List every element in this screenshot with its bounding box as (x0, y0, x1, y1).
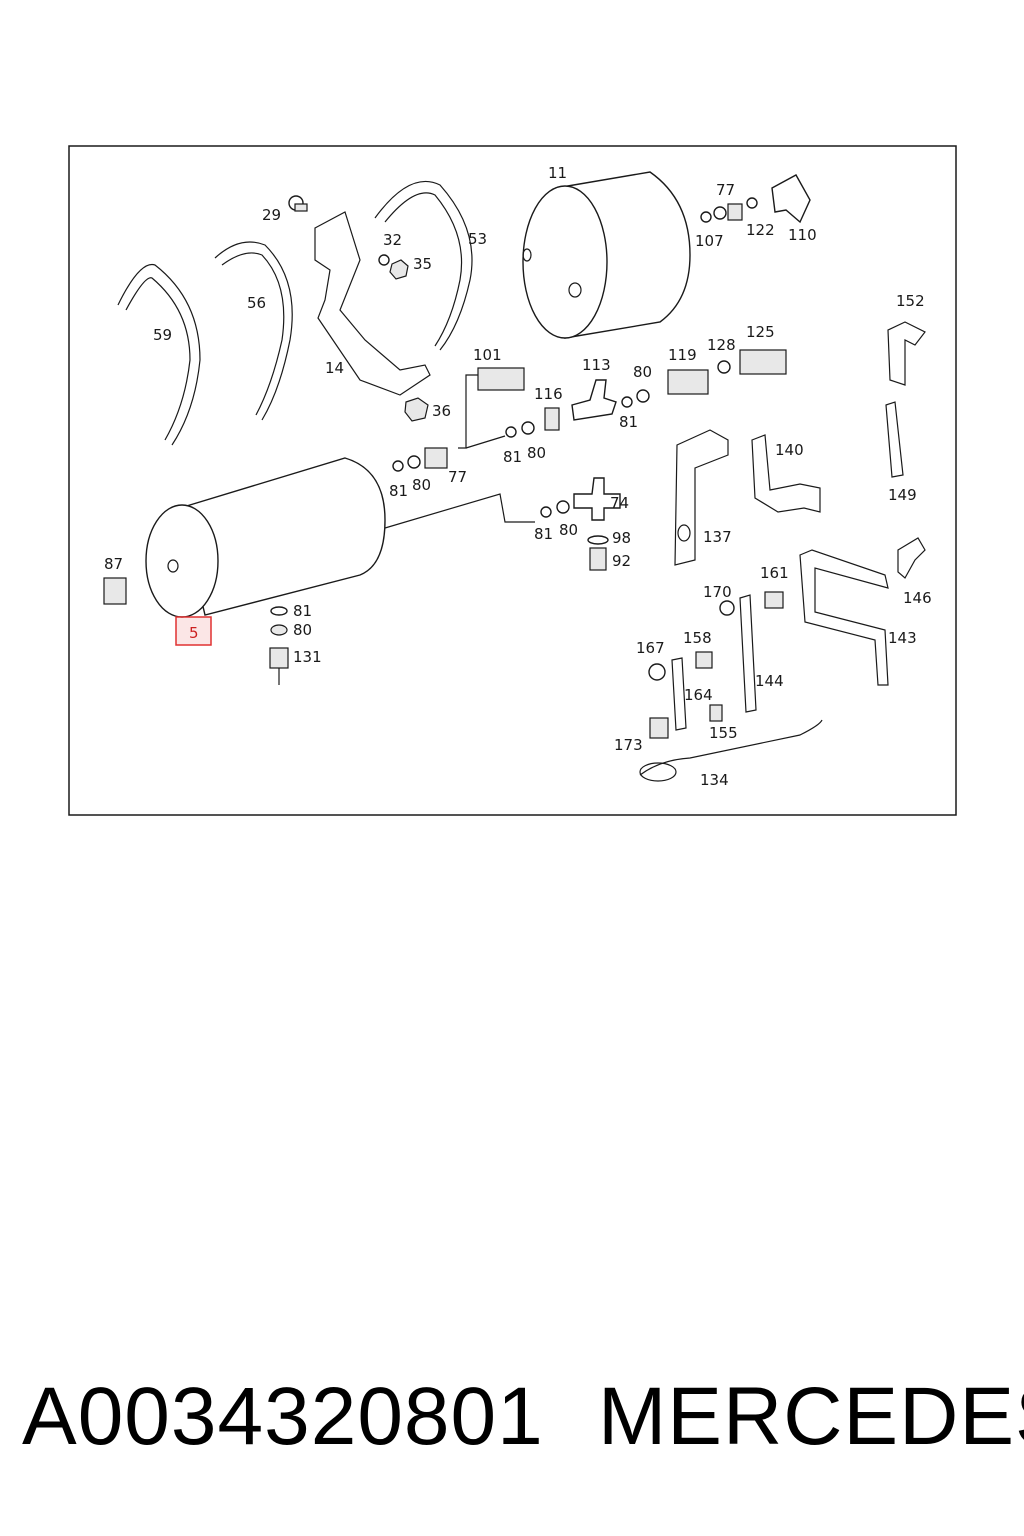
callout-92: 92 (612, 552, 631, 570)
callout-122: 122 (746, 221, 775, 239)
callout-167: 167 (636, 639, 665, 657)
callout-119: 119 (668, 346, 697, 364)
strap-53-inner (384, 192, 463, 347)
callout-110: 110 (788, 226, 817, 244)
diagram-frame (68, 145, 957, 816)
callout-107: 107 (695, 232, 724, 250)
callout-80-c: 80 (412, 476, 431, 494)
callout-170: 170 (703, 583, 732, 601)
callout-labels: 11 77 107 122 110 29 32 35 53 56 59 14 3… (104, 164, 932, 789)
callout-81-a: 81 (619, 413, 638, 431)
callout-144: 144 (755, 672, 784, 690)
callout-77-b: 77 (448, 468, 467, 486)
bracket-140 (751, 434, 821, 513)
callout-29: 29 (262, 206, 281, 224)
callout-77: 77 (716, 181, 735, 199)
callout-35: 35 (413, 255, 432, 273)
callout-80-b: 80 (527, 444, 546, 462)
callout-59: 59 (153, 326, 172, 344)
callout-164: 164 (684, 686, 713, 704)
footer: A0034320801 MERCEDES (0, 1370, 1024, 1470)
callout-125: 125 (746, 323, 775, 341)
callout-137: 137 (703, 528, 732, 546)
part-number: A0034320801 (22, 1371, 544, 1462)
callout-155: 155 (709, 724, 738, 742)
strap-53 (374, 180, 473, 351)
callout-80-a: 80 (633, 363, 652, 381)
callout-32: 32 (383, 231, 402, 249)
callout-134: 134 (700, 771, 729, 789)
brand-name: MERCEDES (598, 1371, 1024, 1462)
bracket-137 (674, 429, 729, 566)
callout-81-c: 81 (389, 482, 408, 500)
callout-101: 101 (473, 346, 502, 364)
callout-80-d: 80 (559, 521, 578, 539)
strap-56 (214, 241, 293, 421)
bracket-164 (671, 657, 687, 731)
callout-81-d: 81 (534, 525, 553, 543)
callout-173: 173 (614, 736, 643, 754)
bracket-149 (885, 401, 904, 478)
highlight-box (175, 616, 212, 646)
callout-81-b: 81 (503, 448, 522, 466)
callout-56: 56 (247, 294, 266, 312)
callout-98: 98 (612, 529, 631, 547)
callout-74: 74 (610, 494, 629, 512)
callout-14: 14 (325, 359, 344, 377)
callout-140: 140 (775, 441, 804, 459)
bracket-152 (887, 321, 926, 386)
bracket-137-hole (677, 524, 691, 542)
air-tank-lower (145, 457, 535, 618)
callout-81-e: 81 (293, 602, 312, 620)
callout-87: 87 (104, 555, 123, 573)
bracket-144 (739, 594, 757, 713)
bracket-143 (799, 549, 889, 686)
strap-56-inner (221, 252, 285, 416)
strap-59-inner (125, 277, 191, 441)
callout-149: 149 (888, 486, 917, 504)
bracket-14 (314, 211, 431, 396)
callout-11: 11 (548, 164, 567, 182)
parts-diagram: 11 77 107 122 110 29 32 35 53 56 59 14 3… (68, 145, 957, 816)
callout-80-e: 80 (293, 621, 312, 639)
callout-116: 116 (534, 385, 563, 403)
callout-161: 161 (760, 564, 789, 582)
callout-36: 36 (432, 402, 451, 420)
strap-59 (117, 263, 201, 446)
callout-158: 158 (683, 629, 712, 647)
callout-128: 128 (707, 336, 736, 354)
air-tank-upper (522, 171, 691, 339)
callout-113: 113 (582, 356, 611, 374)
callout-53: 53 (468, 230, 487, 248)
callout-146: 146 (903, 589, 932, 607)
callout-131: 131 (293, 648, 322, 666)
callout-5-highlighted: 5 (189, 624, 199, 642)
callout-143: 143 (888, 629, 917, 647)
fittings (103, 174, 811, 739)
cable-134 (639, 719, 823, 776)
callout-152: 152 (896, 292, 925, 310)
bracket-146 (897, 537, 926, 579)
cable-134-loop (639, 762, 677, 782)
